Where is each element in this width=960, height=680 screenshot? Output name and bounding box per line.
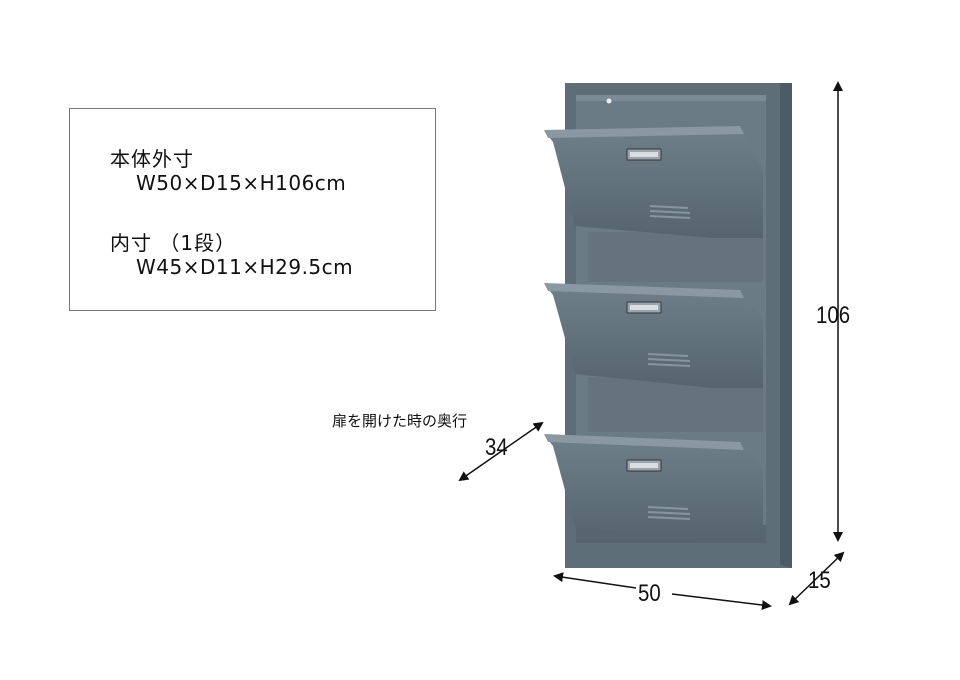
inner-size-title: 内寸 （1段） [110,231,237,255]
cabinet-door-2 [544,283,763,388]
body-size-value: W50×D15×H106cm [136,171,347,195]
spec-box: 本体外寸 W50×D15×H106cm 内寸 （1段） W45×D11×H29.… [69,108,436,311]
width-arrow-left [553,572,637,589]
depth-label: 15 [808,567,831,594]
cabinet-door-3 [544,434,763,540]
depth-arrow [788,551,845,606]
cabinet-door-1 [544,126,763,238]
body-size-title: 本体外寸 [110,147,194,171]
width-arrow-right [671,593,772,610]
open-depth-arrow [458,421,544,482]
height-label: 106 [816,302,851,329]
inner-size-value: W45×D11×H29.5cm [136,255,354,279]
open-depth-note: 扉を開けた時の奥行 [332,412,468,430]
open-depth-label: 34 [485,434,508,461]
width-label: 50 [638,580,661,607]
